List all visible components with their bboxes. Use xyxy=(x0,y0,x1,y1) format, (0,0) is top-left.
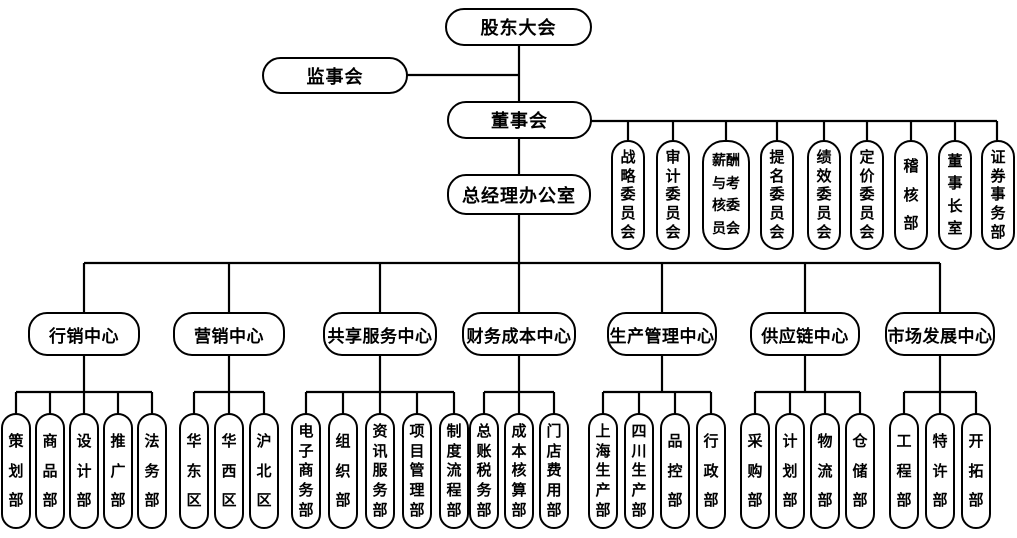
dept-store-expense: 门店费用部 xyxy=(539,413,569,529)
node-board-of-directors: 董事会 xyxy=(447,101,592,139)
node-compensation-appraisal-committee: 薪酬与考核委员会 xyxy=(702,140,750,250)
node-securities-affairs-dept: 证券事务部 xyxy=(981,140,1015,250)
node-marketing-center: 行销中心 xyxy=(28,312,140,356)
dept-warehouse: 仓储部 xyxy=(845,413,875,529)
dept-general-ledger-tax: 总账税务部 xyxy=(469,413,499,529)
dept-west-china-region: 华西区 xyxy=(214,413,244,529)
dept-organization: 组织部 xyxy=(328,413,358,529)
dept-planning: 策划部 xyxy=(1,413,31,529)
node-gm-office: 总经理办公室 xyxy=(447,174,591,215)
dept-design: 设计部 xyxy=(69,413,99,529)
dept-cost-accounting: 成本核算部 xyxy=(504,413,534,529)
dept-quality-control: 品控部 xyxy=(660,413,690,529)
dept-administration: 行政部 xyxy=(696,413,726,529)
node-supply-chain-center: 供应链中心 xyxy=(750,312,860,356)
node-sales-center: 营销中心 xyxy=(173,312,285,356)
dept-scheduling: 计划部 xyxy=(775,413,805,529)
dept-legal: 法务部 xyxy=(137,413,167,529)
dept-merchandise: 商品部 xyxy=(35,413,65,529)
dept-expansion: 开拓部 xyxy=(961,413,991,529)
node-production-management-center: 生产管理中心 xyxy=(607,312,717,356)
dept-north-shanghai-region: 沪北区 xyxy=(249,413,279,529)
node-supervisory-board: 监事会 xyxy=(262,57,408,94)
dept-east-china-region: 华东区 xyxy=(179,413,209,529)
dept-project-management: 项目管理部 xyxy=(402,413,432,529)
dept-ecommerce: 电子商务部 xyxy=(291,413,321,529)
node-performance-committee: 绩效委员会 xyxy=(807,140,841,250)
dept-process-system: 制度流程部 xyxy=(439,413,469,529)
node-chairman-office: 董事长室 xyxy=(938,140,972,250)
dept-it-services: 资讯服务部 xyxy=(365,413,395,529)
node-finance-cost-center: 财务成本中心 xyxy=(462,312,576,356)
node-shared-services-center: 共享服务中心 xyxy=(323,312,437,356)
node-shareholders-meeting: 股东大会 xyxy=(445,8,592,46)
node-internal-audit-dept: 稽核部 xyxy=(894,140,928,250)
dept-engineering: 工程部 xyxy=(889,413,919,529)
node-pricing-committee: 定价委员会 xyxy=(850,140,884,250)
dept-purchasing: 采购部 xyxy=(740,413,770,529)
node-market-development-center: 市场发展中心 xyxy=(885,312,995,356)
dept-franchise: 特许部 xyxy=(925,413,955,529)
dept-sichuan-production: 四川生产部 xyxy=(624,413,654,529)
dept-logistics: 物流部 xyxy=(810,413,840,529)
node-strategy-committee: 战略委员会 xyxy=(611,140,645,250)
node-audit-committee: 审计委员会 xyxy=(656,140,690,250)
node-nomination-committee: 提名委员会 xyxy=(760,140,794,250)
dept-promotion: 推广部 xyxy=(103,413,133,529)
dept-shanghai-production: 上海生产部 xyxy=(588,413,618,529)
